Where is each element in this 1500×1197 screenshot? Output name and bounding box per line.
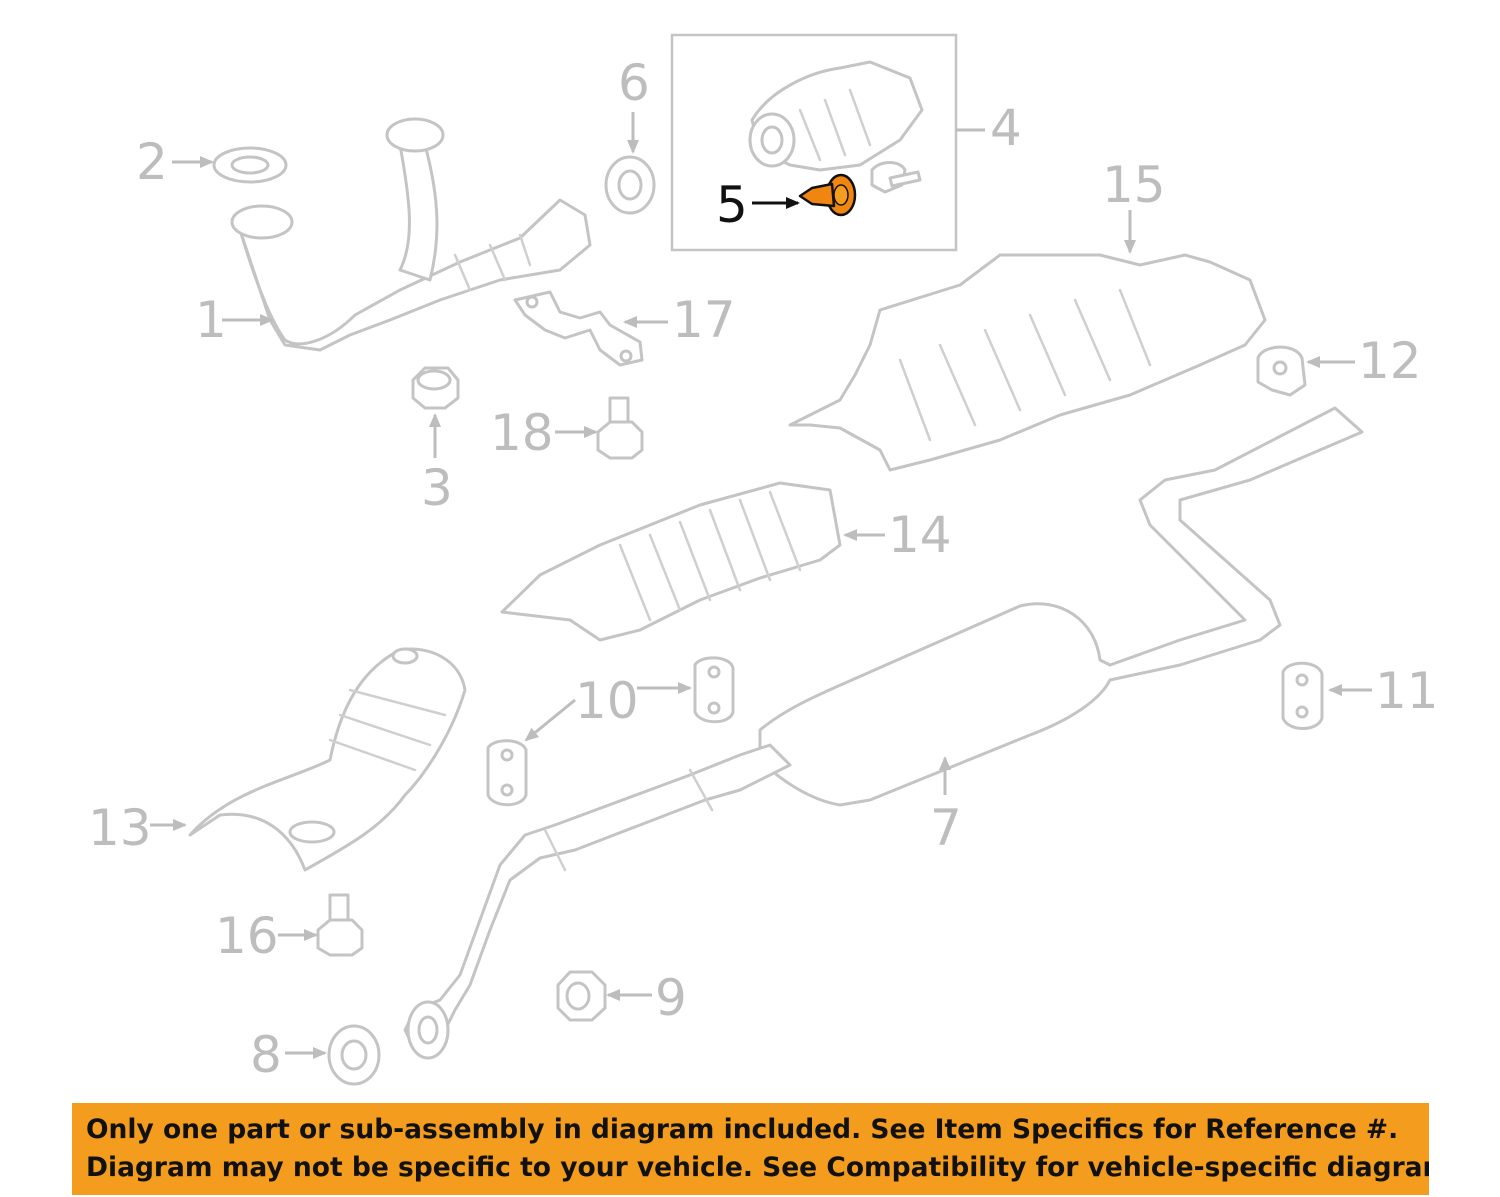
hanger-upper-part[interactable]	[693, 656, 735, 724]
disclaimer-line-1: Only one part or sub-assembly in diagram…	[86, 1114, 1399, 1145]
callout-7: 7	[930, 799, 962, 857]
stud-bolt-lower-part[interactable]	[316, 893, 364, 957]
callout-13: 13	[88, 799, 152, 857]
callout-8: 8	[250, 1026, 282, 1084]
highlighted-bolt-part[interactable]	[798, 173, 857, 217]
front-pipe-part[interactable]	[230, 117, 592, 352]
callout-18: 18	[490, 404, 554, 462]
rear-heat-shield-part[interactable]	[788, 253, 1267, 472]
callout-6: 6	[618, 54, 650, 112]
leader-10b	[524, 698, 576, 742]
center-hanger-part[interactable]	[1256, 345, 1307, 397]
rear-hanger-part[interactable]	[1281, 661, 1324, 730]
stud-bolt-upper-part[interactable]	[596, 396, 644, 460]
rear-gasket-part[interactable]	[327, 1024, 381, 1086]
seal-ring-part[interactable]	[604, 155, 656, 215]
callout-12: 12	[1358, 332, 1422, 390]
pipe-bracket-part[interactable]	[513, 290, 644, 367]
gasket-part[interactable]	[212, 146, 288, 184]
callout-9: 9	[655, 969, 687, 1027]
callout-17: 17	[672, 291, 736, 349]
middle-heat-shield-part[interactable]	[500, 481, 842, 642]
rear-muffler-part[interactable]	[403, 406, 1364, 1060]
exhaust-parts-diagram: 1 2 3 4 5 6 7 8 9 10 11 12 13 14 15 16 1…	[88, 33, 1439, 1086]
callout-5: 5	[716, 176, 748, 234]
disclaimer-banner: Only one part or sub-assembly in diagram…	[72, 1103, 1429, 1195]
callout-14: 14	[888, 506, 952, 564]
callout-4: 4	[990, 99, 1022, 157]
callout-15: 15	[1102, 156, 1166, 214]
disclaimer-line-2: Diagram may not be specific to your vehi…	[86, 1152, 1429, 1183]
callout-10: 10	[575, 672, 639, 730]
catalytic-converter-group[interactable]	[670, 33, 958, 252]
front-heat-shield-part[interactable]	[188, 647, 467, 872]
callout-11: 11	[1375, 662, 1439, 720]
hanger-lower-part[interactable]	[486, 739, 528, 807]
callout-2: 2	[136, 133, 168, 191]
callout-3: 3	[421, 459, 453, 517]
rear-nut-part[interactable]	[556, 970, 607, 1022]
callout-1: 1	[195, 291, 227, 349]
callout-16: 16	[215, 907, 279, 965]
flange-nut-part[interactable]	[411, 366, 460, 410]
